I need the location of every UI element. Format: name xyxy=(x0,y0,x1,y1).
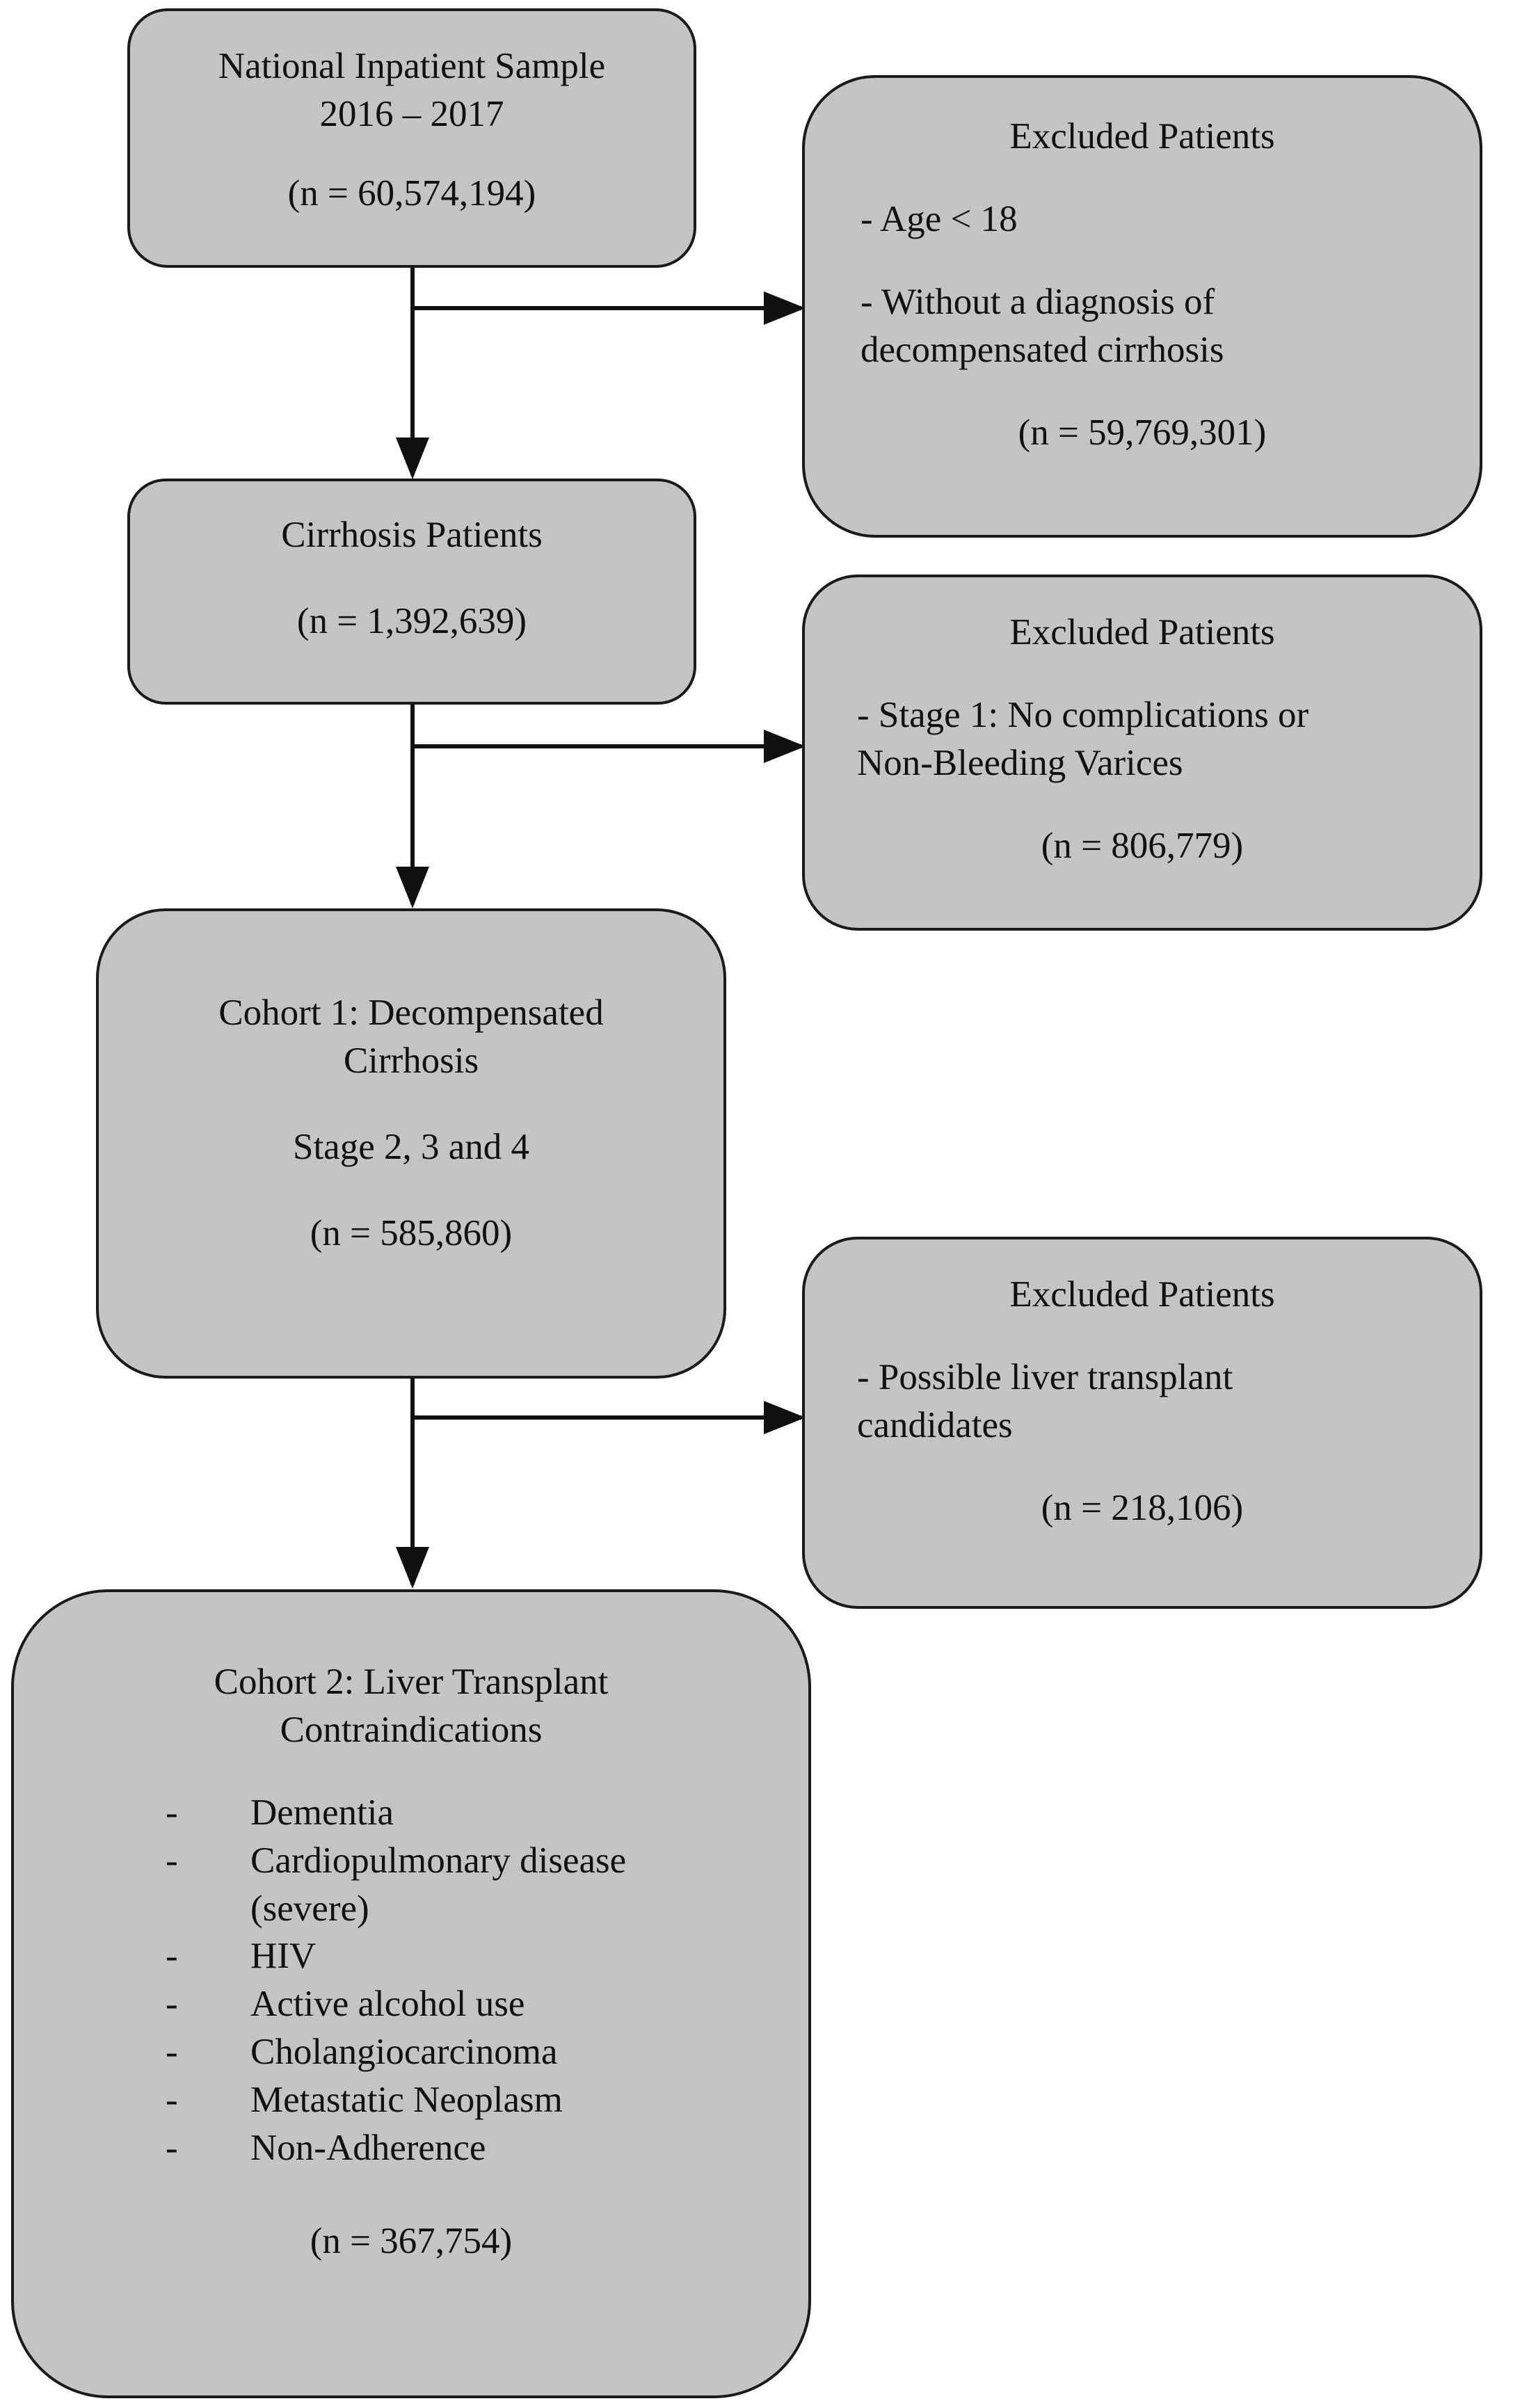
cohort1-box: Cohort 1: Decompensated Cirrhosis Stage … xyxy=(96,908,726,1379)
excluded2-item-line2: Non-Bleeding Varices xyxy=(857,742,1183,783)
excluded3-item-line2: candidates xyxy=(857,1404,1013,1445)
list-item: -Non-Adherence xyxy=(166,2128,486,2169)
excluded3-title: Excluded Patients xyxy=(1009,1274,1275,1315)
nis-title-line1: National Inpatient Sample xyxy=(218,46,606,86)
excluded-patients-box-1: Excluded Patients - Age < 18 - Without a… xyxy=(802,75,1482,538)
excluded3-item-line1: - Possible liver transplant xyxy=(857,1356,1233,1397)
excluded1-item-diagnosis-line2: decompensated cirrhosis xyxy=(860,329,1224,370)
nis-title-line2: 2016 – 2017 xyxy=(319,93,504,134)
excluded2-count: (n = 806,779) xyxy=(1041,825,1244,866)
excluded-patients-box-2: Excluded Patients - Stage 1: No complica… xyxy=(802,575,1482,931)
nis-box: National Inpatient Sample 2016 – 2017 (n… xyxy=(127,8,696,268)
cohort2-title-line2: Contraindications xyxy=(280,1709,543,1750)
cohort1-title-line1: Cohort 1: Decompensated xyxy=(218,993,604,1033)
cohort1-stages: Stage 2, 3 and 4 xyxy=(292,1126,530,1167)
list-item: -HIV xyxy=(166,1936,317,1977)
excluded-patients-box-3: Excluded Patients - Possible liver trans… xyxy=(802,1237,1482,1609)
cirrhosis-count: (n = 1,392,639) xyxy=(296,600,527,641)
list-item: -Metastatic Neoplasm xyxy=(166,2080,563,2121)
cohort1-count: (n = 585,860) xyxy=(310,1212,513,1253)
nis-count: (n = 60,574,194) xyxy=(287,172,536,214)
excluded1-count: (n = 59,769,301) xyxy=(1018,412,1267,453)
list-item: -Active alcohol use xyxy=(166,1984,525,2025)
excluded1-title: Excluded Patients xyxy=(1009,116,1275,156)
cohort2-count: (n = 367,754) xyxy=(310,2220,513,2261)
contraindication-list: -Dementia -Cardiopulmonary disease (seve… xyxy=(14,1789,808,2172)
excluded2-title: Excluded Patients xyxy=(1009,612,1275,652)
excluded1-item-diagnosis-line1: - Without a diagnosis of xyxy=(860,281,1215,322)
cohort2-box: Cohort 2: Liver Transplant Contraindicat… xyxy=(11,1589,811,2398)
cohort1-title-line2: Cirrhosis xyxy=(343,1040,479,1081)
excluded3-count: (n = 218,106) xyxy=(1041,1487,1244,1528)
excluded1-item-age: - Age < 18 xyxy=(860,198,1018,239)
excluded2-item-line1: - Stage 1: No complications or xyxy=(857,694,1309,735)
cirrhosis-title: Cirrhosis Patients xyxy=(281,515,543,555)
list-item: -Dementia xyxy=(166,1792,394,1833)
list-item: -Cardiopulmonary disease (severe) xyxy=(166,1840,627,1929)
list-item: -Cholangiocarcinoma xyxy=(166,2032,558,2073)
cirrhosis-box: Cirrhosis Patients (n = 1,392,639) xyxy=(127,479,696,705)
cohort2-title-line1: Cohort 2: Liver Transplant xyxy=(214,1662,609,1702)
